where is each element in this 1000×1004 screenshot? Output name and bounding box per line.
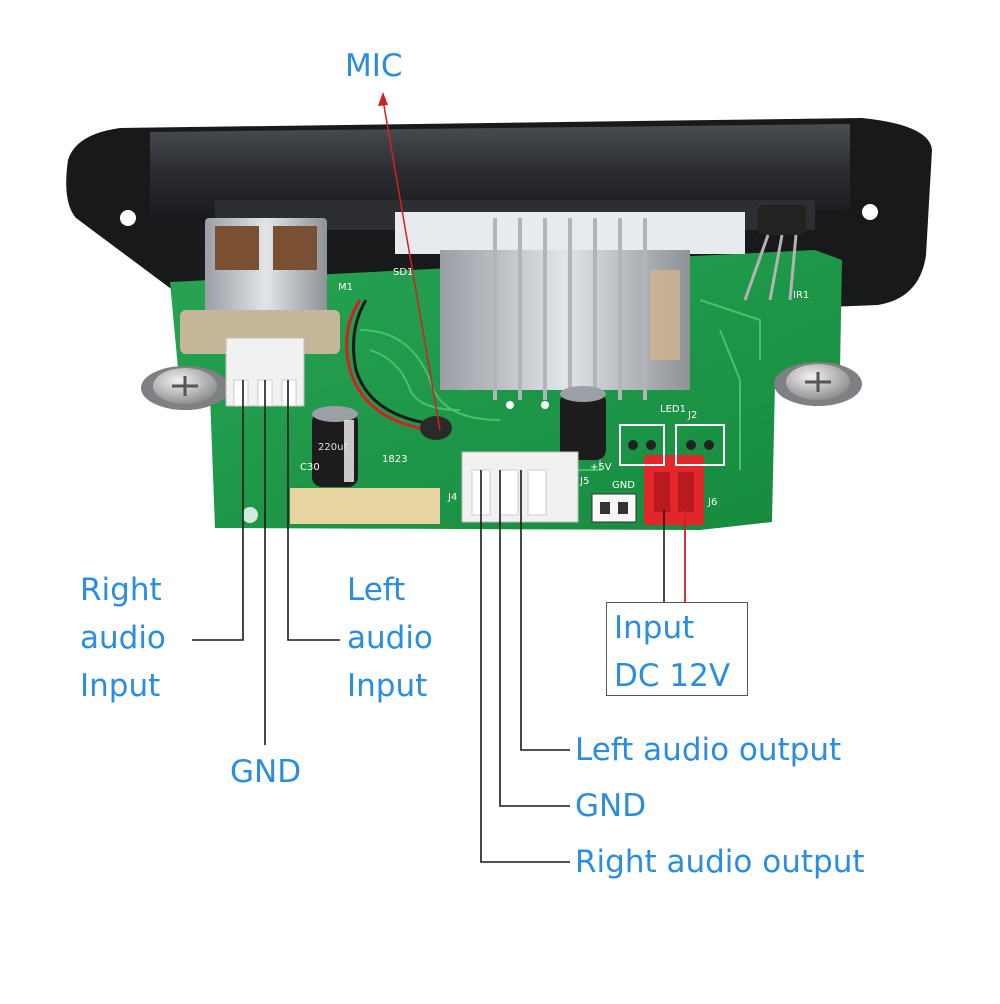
silk-j5: J5 <box>579 476 589 487</box>
left-screw <box>141 366 229 410</box>
leader-left-audio-output <box>520 470 570 751</box>
capacitor-2 <box>560 386 606 460</box>
left-audio-output-label: Left audio output <box>575 732 842 768</box>
capacitor-c30 <box>312 406 358 487</box>
right-screw <box>774 362 862 406</box>
silk-j2: J2 <box>687 410 697 421</box>
leader-right-audio-input <box>192 380 244 641</box>
mic-pointer <box>378 92 441 431</box>
pin-header-j2 <box>619 424 725 466</box>
silk-m1: M1 <box>338 282 353 293</box>
left-audio-input-line-1: Left <box>347 572 406 608</box>
leader-gnd-output <box>499 470 570 807</box>
silk-led1: LED1 <box>660 404 686 415</box>
power-connector-j6 <box>644 455 704 525</box>
silk-j6: J6 <box>707 497 717 508</box>
silk-gnd: GND <box>612 480 635 491</box>
silk-j4: J4 <box>447 492 457 503</box>
leader-left-audio-input <box>287 380 340 641</box>
capacitor-value-label: 220uF <box>318 442 349 453</box>
right-audio-input-label: Right audio Input <box>80 566 166 710</box>
silk-date-code: 1823 <box>382 454 407 465</box>
right-audio-output-label: Right audio output <box>575 844 865 880</box>
input-dc-box <box>606 602 748 696</box>
ir-receiver <box>743 205 806 301</box>
left-audio-input-line-3: Input <box>347 668 428 704</box>
mic-label: MIC <box>345 48 403 84</box>
left-audio-input-line-2: audio <box>347 620 433 656</box>
right-audio-input-line-2: audio <box>80 620 166 656</box>
silk-c30: C30 <box>300 462 320 473</box>
pin-header-gnd <box>591 493 637 523</box>
input-dc-label: Input DC 12V <box>614 604 730 700</box>
input-connector <box>225 337 305 407</box>
sd-card-slot <box>395 212 745 400</box>
right-audio-input-line-3: Input <box>80 668 161 704</box>
silk-plus5v: +5V <box>590 462 612 473</box>
input-dc-line-2: DC 12V <box>614 658 731 694</box>
gnd-output-label: GND <box>575 788 647 824</box>
leader-right-audio-output <box>480 470 570 863</box>
bluetooth-antenna <box>290 488 440 524</box>
microphone <box>345 299 452 440</box>
gnd-input-label: GND <box>230 754 302 790</box>
leader-lines <box>192 380 665 863</box>
left-audio-input-label: Left audio Input <box>347 566 433 710</box>
input-dc-line-1: Input <box>614 610 695 646</box>
output-connector-j4 <box>461 451 579 523</box>
right-audio-input-line-1: Right <box>80 572 162 608</box>
silk-ir1: IR1 <box>793 290 809 301</box>
silk-sd1: SD1 <box>393 267 413 278</box>
